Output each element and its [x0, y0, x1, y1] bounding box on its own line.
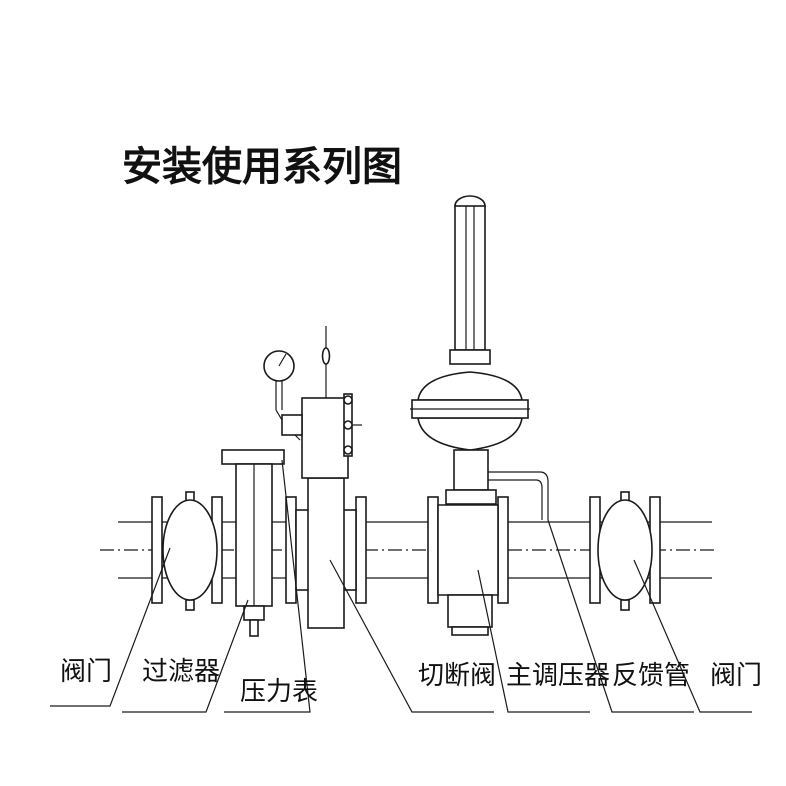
label-filter: 过滤器 — [142, 657, 220, 687]
diagram-title: 安装使用系列图 — [122, 144, 402, 190]
valve-left — [151, 491, 223, 611]
label-main-regulator: 主调压器 — [506, 661, 610, 691]
leader-lines — [50, 459, 752, 713]
valve-right — [589, 491, 661, 611]
label-valve-right: 阀门 — [710, 661, 762, 691]
filter — [221, 449, 285, 637]
feedback-pipe — [488, 471, 549, 520]
label-valve-left: 阀门 — [60, 657, 112, 687]
shutoff-valve — [281, 326, 367, 629]
main-regulator — [410, 195, 530, 636]
label-pressure-gauge: 压力表 — [240, 677, 318, 707]
label-feedback-pipe: 反馈管 — [612, 661, 690, 691]
label-shutoff-valve: 切断阀 — [418, 661, 496, 691]
